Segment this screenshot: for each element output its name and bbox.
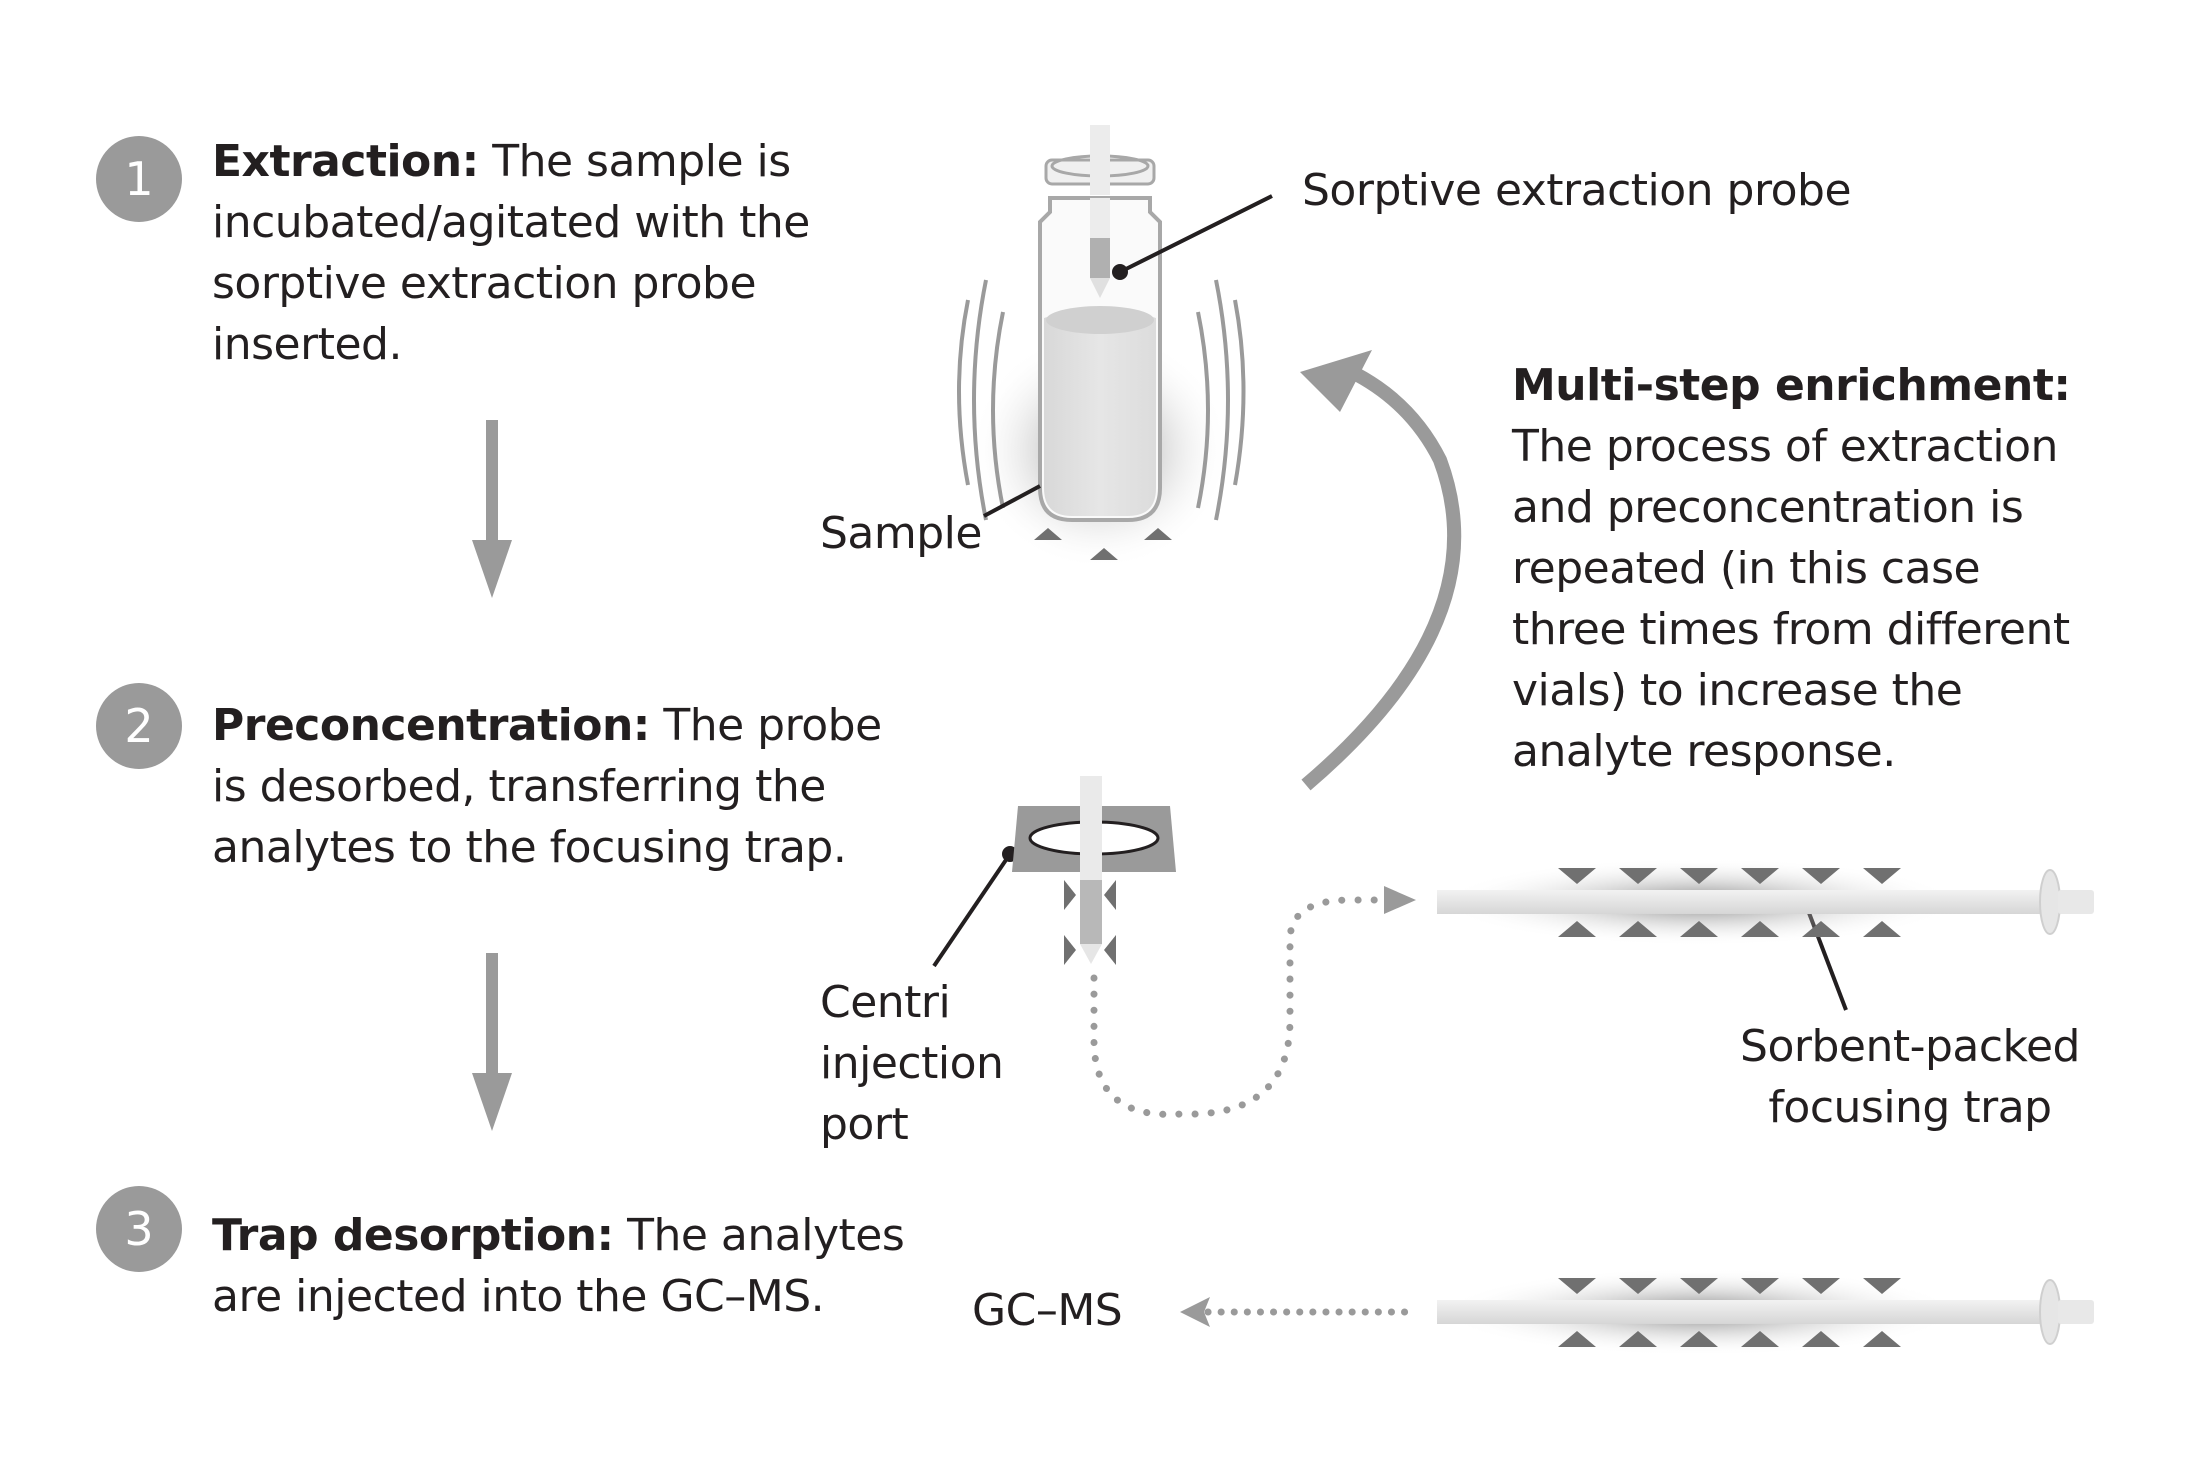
step-1-line: incubated/agitated with the [212, 197, 810, 248]
sample-label: Sample [820, 508, 982, 559]
focusing-trap-2 [1437, 1268, 2094, 1356]
down-arrow-icon [472, 953, 512, 1131]
sample-leader-line [983, 484, 1041, 518]
centri-line: port [820, 1099, 909, 1150]
enrichment-text: Multi-step enrichment: The process of ex… [1512, 355, 2071, 782]
step-3-text: Trap desorption: The analytes are inject… [212, 1205, 905, 1327]
step-2-line: is desorbed, transferring the [212, 761, 826, 812]
step-2-line: The probe [663, 700, 882, 751]
enrichment-line: vials) to increase the [1512, 665, 1963, 716]
centri-leader-line [932, 852, 1012, 968]
step-3-line: The analytes [627, 1210, 905, 1261]
enrichment-line: repeated (in this case [1512, 543, 1981, 594]
step-2-title: Preconcentration: [212, 700, 650, 751]
step-1-title: Extraction: [212, 136, 479, 187]
heating-triangles-icon [1558, 868, 1901, 937]
enrichment-line: The process of extraction [1512, 421, 2058, 472]
step-2-line: analytes to the focusing trap. [212, 822, 847, 873]
step-1-text: Extraction: The sample is incubated/agit… [212, 131, 810, 375]
probe-label: Sorptive extraction probe [1302, 165, 1852, 216]
centri-port-label: Centri injection port [820, 972, 1004, 1155]
step-2-badge: 2 [96, 683, 182, 769]
agitation-triangles-icon [1034, 528, 1172, 560]
trap-label: Sorbent-packed focusing trap [1720, 1016, 2100, 1138]
enrichment-line: three times from different [1512, 604, 2070, 655]
transfer-dotted-path [1090, 896, 1394, 1118]
heating-triangles-icon [1558, 1278, 1901, 1347]
step-1-line: inserted. [212, 319, 402, 370]
trap-line: focusing trap [1768, 1082, 2052, 1133]
shake-lines-icon [957, 279, 1246, 521]
enrichment-line: analyte response. [1512, 726, 1896, 777]
enrichment-curved-arrow-icon [1300, 350, 1462, 791]
step-3-title: Trap desorption: [212, 1210, 614, 1261]
centri-injection-port [1012, 776, 1176, 965]
step-1-badge: 1 [96, 136, 182, 222]
step-1-line: The sample is [492, 136, 791, 187]
step-2-text: Preconcentration: The probe is desorbed,… [212, 695, 882, 878]
gcms-arrowhead-icon [1180, 1297, 1210, 1327]
focusing-trap-1 [1437, 858, 2094, 946]
centri-line: injection [820, 1038, 1004, 1089]
centri-line: Centri [820, 977, 951, 1028]
trap-line: Sorbent-packed [1740, 1021, 2080, 1072]
step-3-line: are injected into the GC–MS. [212, 1271, 825, 1322]
down-arrow-icon [472, 420, 512, 598]
probe-leader-line [1119, 194, 1273, 274]
enrichment-line: and preconcentration is [1512, 482, 2024, 533]
transfer-arrowhead-icon [1384, 886, 1416, 914]
sample-vial [1038, 125, 1162, 522]
gcms-label: GC–MS [972, 1285, 1123, 1336]
enrichment-title: Multi-step enrichment: [1512, 360, 2071, 411]
step-3-badge: 3 [96, 1186, 182, 1272]
step-1-line: sorptive extraction probe [212, 258, 757, 309]
